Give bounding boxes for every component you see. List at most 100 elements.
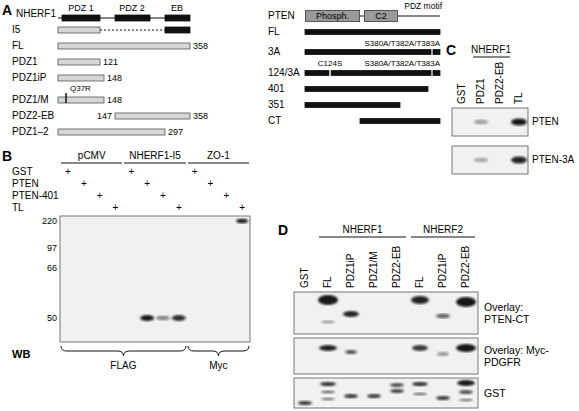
figure-label: PDZ1iP bbox=[12, 72, 46, 84]
panel-letter: B bbox=[2, 148, 12, 164]
figure-label: 351 bbox=[268, 99, 285, 111]
figure-label: PDZ2-EB bbox=[12, 110, 54, 122]
figure-label: + bbox=[144, 178, 150, 190]
figure-label: 147 bbox=[97, 111, 112, 121]
figure-label: Myc bbox=[209, 360, 227, 372]
figure-label: Overlay: Myc-PDGFR bbox=[484, 344, 550, 368]
figure-label: 220 bbox=[42, 216, 57, 226]
construct-bar bbox=[58, 97, 104, 103]
figure-line bbox=[65, 93, 67, 103]
figure-label: PDZ 2 bbox=[119, 3, 145, 13]
domain-name: Phosph. bbox=[316, 12, 349, 21]
protein-band bbox=[344, 394, 358, 398]
lane-label: PDZ2-EB bbox=[391, 246, 403, 288]
construct-bar bbox=[165, 27, 190, 33]
protein-band bbox=[345, 350, 357, 354]
protein-band bbox=[140, 315, 154, 321]
lane-label: FL bbox=[322, 276, 334, 288]
protein-band bbox=[412, 345, 428, 351]
figure-label: PDZ1/M bbox=[12, 94, 49, 106]
protein-band bbox=[474, 158, 488, 163]
figure-label: FL bbox=[12, 40, 24, 52]
figure-label: PTEN bbox=[12, 178, 39, 190]
figure-label: NHERF1 bbox=[342, 224, 382, 236]
domain-name: C2 bbox=[375, 12, 387, 21]
figure-label: + bbox=[81, 178, 87, 190]
protein-band bbox=[367, 394, 381, 398]
lane-label: PDZ1/M bbox=[368, 251, 380, 288]
blot-panel bbox=[452, 146, 528, 174]
figure-label: PDZ motif bbox=[404, 2, 442, 12]
protein-band bbox=[172, 315, 186, 321]
protein-band bbox=[413, 393, 427, 396]
figure-label: NHERF1 bbox=[16, 8, 56, 20]
lane-label: GST bbox=[456, 83, 468, 104]
figure-label: + bbox=[97, 190, 103, 202]
protein-band bbox=[319, 345, 337, 351]
lane-label: TL bbox=[513, 92, 525, 104]
figure-label: PTEN bbox=[532, 116, 559, 128]
protein-band bbox=[298, 401, 312, 405]
figure-label: + bbox=[128, 166, 134, 178]
figure-label: PDZ 1 bbox=[68, 3, 94, 13]
panel-letter: WB bbox=[12, 348, 30, 361]
construct-bar bbox=[58, 27, 100, 33]
figure-label: TL bbox=[12, 202, 24, 214]
domain-box: Phosph. bbox=[305, 10, 360, 22]
protein-band bbox=[459, 390, 473, 394]
blot-panel bbox=[452, 108, 528, 136]
lane-label: PDZ1iP bbox=[345, 254, 357, 288]
figure-label: Overlay: PTEN-CT bbox=[484, 301, 550, 325]
domain-box: C2 bbox=[364, 10, 398, 22]
protein-band bbox=[390, 383, 404, 387]
lane-label: FL bbox=[414, 276, 426, 288]
figure-label: NHERF1 bbox=[471, 44, 511, 56]
figure-label: NHERF2 bbox=[423, 224, 463, 236]
panel-letter: D bbox=[278, 222, 288, 238]
bracket bbox=[61, 346, 186, 356]
figure-label: + bbox=[208, 178, 214, 190]
figure-label: GST bbox=[12, 166, 33, 178]
figure-label: + bbox=[239, 202, 245, 214]
protein-band bbox=[390, 389, 404, 393]
panel-letter: A bbox=[2, 2, 12, 18]
figure-label: 148 bbox=[107, 95, 122, 105]
figure-label: + bbox=[113, 202, 119, 214]
lane-label: PDZ1iP bbox=[437, 254, 449, 288]
protein-band bbox=[436, 314, 450, 319]
figure-line bbox=[319, 237, 406, 238]
protein-band bbox=[156, 316, 170, 321]
figure-label: C124S bbox=[318, 59, 342, 68]
figure-label: S380A/T382A/T383A bbox=[364, 39, 440, 48]
construct-bar bbox=[58, 43, 190, 49]
figure-label: + bbox=[176, 202, 182, 214]
figure-label: PTEN-3A bbox=[532, 154, 574, 166]
construct-bar bbox=[115, 113, 190, 119]
figure-line bbox=[188, 163, 249, 164]
construct-bar bbox=[58, 59, 100, 65]
figure-label: + bbox=[192, 166, 198, 178]
figure-label: S380A/T382A/T383A bbox=[364, 59, 440, 68]
figure-label: 97 bbox=[47, 243, 57, 253]
protein-band bbox=[411, 296, 429, 304]
lane-label: PDZ2-EB bbox=[494, 62, 506, 104]
figure-label: 50 bbox=[47, 313, 57, 323]
figure-label: FL bbox=[268, 26, 280, 38]
figure-line bbox=[473, 57, 510, 58]
figure-label: Q37R bbox=[70, 84, 91, 93]
protein-band bbox=[437, 352, 449, 356]
figure-line bbox=[431, 49, 432, 55]
figure-label: 297 bbox=[168, 127, 183, 137]
figure-label: 3A bbox=[268, 46, 280, 58]
protein-band bbox=[321, 391, 335, 394]
blot-panel bbox=[294, 338, 478, 374]
blot-panel bbox=[294, 292, 478, 334]
figure-line bbox=[411, 237, 475, 238]
lane-label: GST bbox=[299, 267, 311, 288]
figure-label: 124/3A bbox=[268, 67, 300, 79]
figure-label: 148 bbox=[107, 73, 122, 83]
construct-bar bbox=[305, 103, 400, 108]
figure-label: PTEN-401 bbox=[12, 190, 59, 202]
figure-label: 401 bbox=[268, 83, 285, 95]
lane-label: PDZ1 bbox=[475, 78, 487, 104]
